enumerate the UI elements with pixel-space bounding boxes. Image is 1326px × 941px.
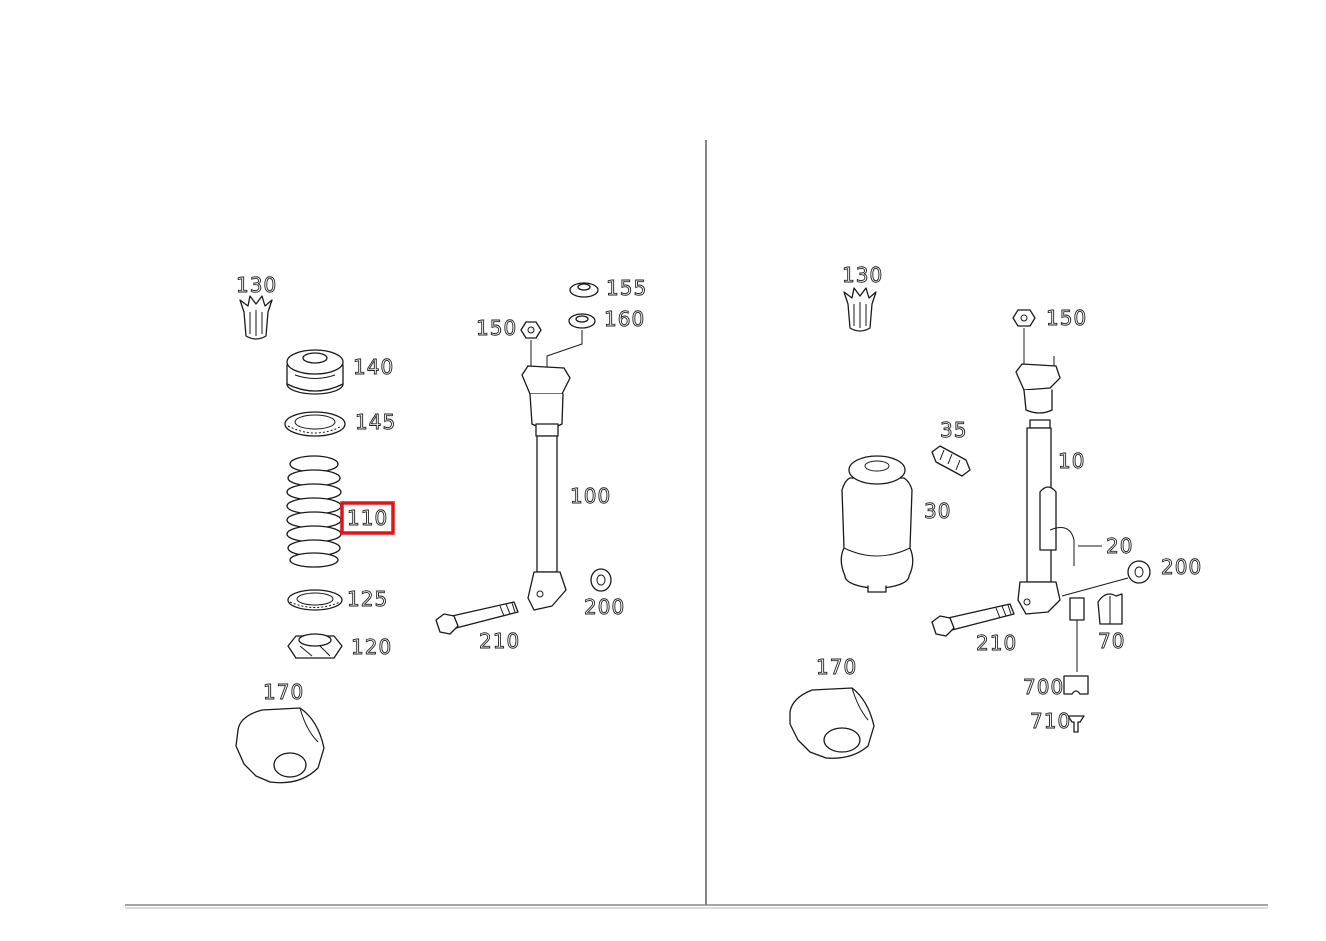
label-10: 10 — [1058, 449, 1085, 473]
part-35-fitting[interactable] — [931, 445, 971, 477]
label-70: 70 — [1098, 629, 1125, 653]
label-210: 210 — [479, 629, 520, 653]
label-700: 700 — [1023, 675, 1064, 699]
label-140: 140 — [353, 355, 394, 379]
part-30-air-spring[interactable] — [840, 455, 914, 593]
part-170-cover[interactable] — [235, 707, 325, 784]
label-130: 130 — [236, 273, 277, 297]
part-210-bolt-right[interactable] — [931, 603, 1015, 637]
part-200-bushing-right[interactable] — [1061, 560, 1151, 597]
label-150-right: 150 — [1046, 306, 1087, 330]
label-30: 30 — [924, 499, 951, 523]
part-70-clip[interactable] — [1097, 593, 1123, 625]
part-110-spring[interactable] — [286, 455, 342, 568]
part-20-valve[interactable] — [1039, 486, 1102, 566]
label-150: 150 — [476, 316, 517, 340]
label-120: 120 — [351, 635, 392, 659]
highlight-box-110[interactable] — [340, 501, 395, 535]
part-140-mount[interactable] — [286, 349, 344, 395]
part-10-air-strut[interactable] — [1015, 328, 1061, 615]
label-200: 200 — [584, 595, 625, 619]
part-connector[interactable] — [1069, 597, 1085, 672]
label-155: 155 — [606, 276, 647, 300]
part-145-ring[interactable] — [284, 411, 346, 437]
part-170-cover-right[interactable] — [789, 687, 875, 759]
part-160-washer[interactable] — [568, 313, 596, 329]
part-130-clip[interactable] — [239, 295, 273, 340]
part-150-nut[interactable] — [520, 321, 542, 339]
part-150-nut-right[interactable] — [1012, 309, 1036, 327]
left-panel: 130 140 145 110 — [235, 273, 647, 784]
part-200-bushing[interactable] — [590, 568, 612, 592]
part-210-bolt[interactable] — [435, 601, 519, 635]
label-20: 20 — [1106, 534, 1133, 558]
label-160: 160 — [604, 307, 645, 331]
label-710: 710 — [1030, 709, 1071, 733]
label-170: 170 — [263, 680, 304, 704]
part-710-pin[interactable] — [1067, 715, 1085, 733]
label-130-right: 130 — [842, 263, 883, 287]
label-170-right: 170 — [816, 655, 857, 679]
label-145: 145 — [355, 410, 396, 434]
part-100-shock-absorber[interactable] — [521, 330, 583, 611]
label-35: 35 — [940, 418, 967, 442]
label-100: 100 — [570, 484, 611, 508]
part-700-cap[interactable] — [1063, 675, 1089, 695]
part-120-seat[interactable] — [287, 633, 343, 659]
label-210-right: 210 — [976, 631, 1017, 655]
part-125-ring[interactable] — [287, 589, 343, 611]
label-110: 110 — [347, 506, 388, 530]
part-130-clip-right[interactable] — [843, 287, 877, 332]
label-200-right: 200 — [1161, 555, 1202, 579]
right-panel: 130 150 10 20 35 — [789, 263, 1202, 759]
part-155-washer[interactable] — [569, 282, 599, 298]
label-125: 125 — [347, 587, 388, 611]
